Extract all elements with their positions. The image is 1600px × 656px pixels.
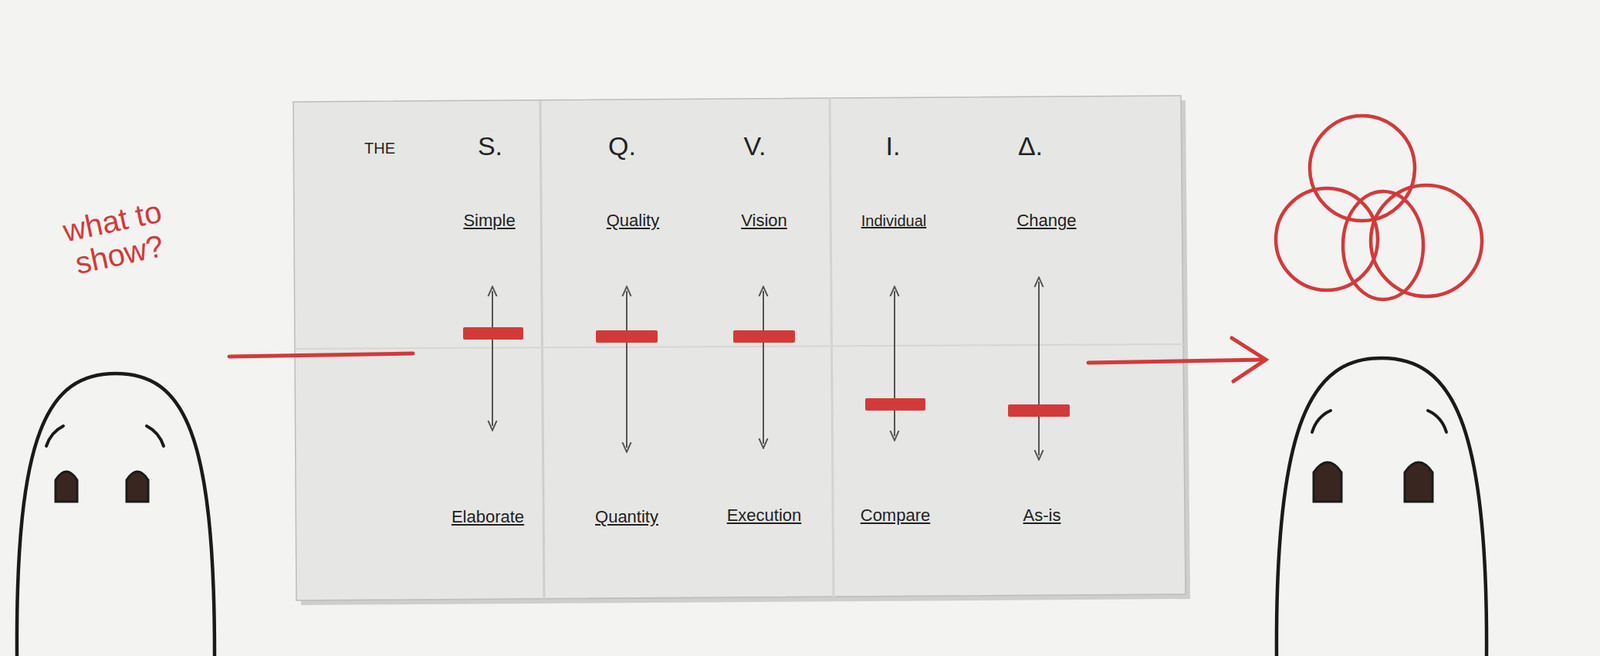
scale-end: Quantity bbox=[595, 507, 659, 527]
scale-end: Elaborate bbox=[451, 507, 525, 527]
scale-end: Change bbox=[1016, 211, 1076, 231]
scale-end: Simple bbox=[463, 211, 515, 231]
input-line bbox=[229, 353, 413, 357]
scale-end: Vision bbox=[740, 211, 788, 231]
question-note: what to show? bbox=[29, 187, 203, 288]
venn-circles bbox=[1275, 115, 1482, 300]
header-letter: V. bbox=[743, 131, 766, 161]
scale-end: Execution bbox=[727, 506, 802, 525]
output-arrow bbox=[1088, 338, 1266, 382]
scale-end: Quality bbox=[606, 211, 660, 231]
scale-end: As-is bbox=[1023, 506, 1062, 525]
scale-end: Compare bbox=[860, 506, 931, 525]
header-letter: Δ. bbox=[1018, 131, 1043, 161]
header-word: THE bbox=[364, 139, 396, 157]
napkin bbox=[293, 95, 1191, 606]
viewer-face bbox=[16, 373, 215, 656]
slider-marks bbox=[463, 327, 1070, 417]
header-letter: I. bbox=[886, 131, 901, 161]
slider-scales bbox=[492, 281, 1039, 456]
scale-end: Individual bbox=[861, 212, 927, 230]
header-letter: Q. bbox=[608, 131, 636, 161]
viewer-face bbox=[1276, 358, 1487, 656]
header-letter: S. bbox=[477, 131, 503, 161]
